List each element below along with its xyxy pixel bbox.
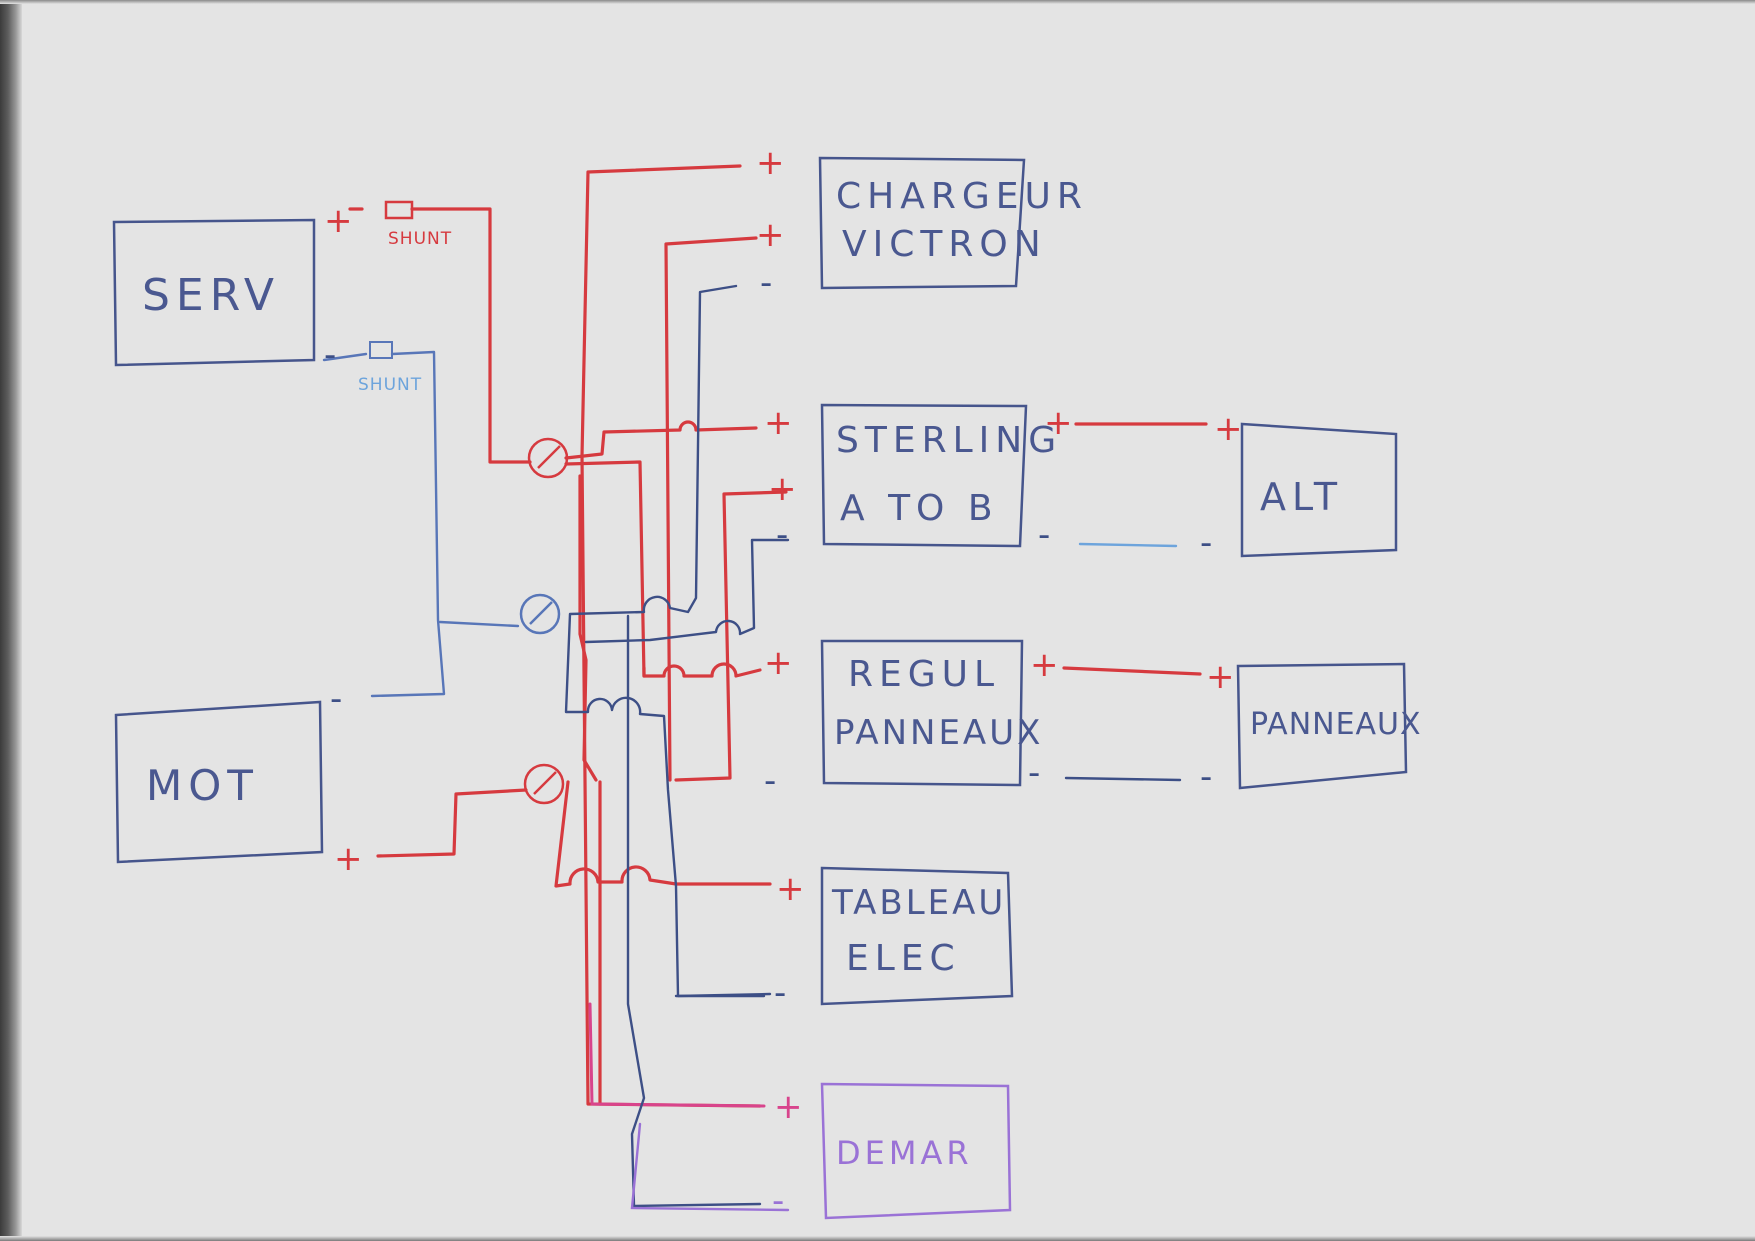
scan-edge-bottom bbox=[0, 1236, 1755, 1241]
sterling-positive-2-wire bbox=[564, 460, 762, 678]
chargeur-positive-1-wire bbox=[580, 164, 762, 1108]
mot-plus-mark: + bbox=[334, 839, 363, 879]
mot-label: MOT bbox=[146, 761, 259, 810]
regul-out-plus-mark: + bbox=[1030, 645, 1059, 685]
scan-edge-left bbox=[0, 0, 22, 1241]
chargeur-positive-2-wire bbox=[664, 236, 758, 782]
mot-minus-mark: - bbox=[330, 679, 342, 719]
negative-wires bbox=[322, 284, 1182, 1208]
chargeur-negative-wire bbox=[564, 284, 772, 998]
panneaux-regul-label: PANNEAUX bbox=[834, 713, 1043, 753]
serv-positive-wire bbox=[348, 207, 532, 464]
tableau-minus-mark: - bbox=[774, 973, 786, 1013]
regul-panneaux-box bbox=[820, 639, 1024, 787]
panneaux-positive-link-wire bbox=[1062, 666, 1202, 676]
serv-plus-mark: + bbox=[324, 201, 353, 241]
terminal-markers: + + + + + + + + + + + + + bbox=[324, 143, 1243, 1127]
alt-negative-link-wire bbox=[1078, 542, 1178, 548]
elec-label: ELEC bbox=[846, 938, 961, 979]
shunts: SHUNT SHUNT bbox=[358, 200, 452, 395]
alt-minus-mark: - bbox=[1200, 523, 1212, 563]
chargeur-victron-box bbox=[818, 156, 1026, 290]
bus-positive-wire bbox=[578, 474, 598, 782]
alt-plus-mark: + bbox=[1214, 409, 1243, 449]
mot-negative-wire bbox=[438, 620, 520, 628]
sterling-minus-mark: - bbox=[776, 515, 788, 555]
sterling-out-minus-mark: - bbox=[1038, 515, 1050, 555]
panneaux-label: PANNEAUX bbox=[1250, 707, 1422, 742]
scan-edge-top bbox=[0, 0, 1755, 4]
chargeur-plus-1-mark: + bbox=[756, 143, 785, 183]
switch-lower bbox=[523, 763, 565, 805]
demar-box bbox=[820, 1082, 1012, 1220]
mot-box bbox=[114, 700, 324, 864]
sterling-label: STERLING bbox=[836, 420, 1062, 461]
switch-upper bbox=[527, 437, 569, 479]
a-to-b-label: A TO B bbox=[840, 488, 999, 529]
shunt-bottom-label: SHUNT bbox=[358, 375, 422, 395]
mot-positive-wire bbox=[376, 788, 528, 858]
sterling-box bbox=[820, 403, 1028, 548]
sterling-negative-wire bbox=[584, 538, 790, 644]
tableau-positive-wire bbox=[554, 780, 772, 888]
alt-label: ALT bbox=[1260, 475, 1343, 519]
demar-plus-mark: + bbox=[774, 1087, 803, 1127]
tableau-plus-mark: + bbox=[776, 869, 805, 909]
demar-label: DEMAR bbox=[836, 1134, 973, 1172]
panneaux-plus-mark: + bbox=[1206, 657, 1235, 697]
serv-box bbox=[112, 218, 316, 367]
tableau-label: TABLEAU bbox=[831, 883, 1006, 923]
victron-label: VICTRON bbox=[842, 224, 1047, 265]
shunt-top bbox=[384, 200, 414, 220]
demar-positive-wire bbox=[588, 1002, 766, 1108]
positive-wires bbox=[348, 164, 1208, 1108]
panneaux-box bbox=[1236, 662, 1408, 790]
sterling-positive-3-wire bbox=[674, 490, 788, 782]
alt-box bbox=[1240, 422, 1398, 558]
tableau-elec-box bbox=[820, 866, 1014, 1006]
regul-plus-mark: + bbox=[764, 643, 793, 683]
chargeur-minus-mark: - bbox=[760, 263, 772, 303]
sterling-plus-2-mark: + bbox=[768, 469, 797, 509]
sterling-out-plus-mark: + bbox=[1044, 403, 1073, 443]
serv-label: SERV bbox=[142, 270, 280, 321]
regul-minus-mark: - bbox=[764, 761, 776, 801]
device-boxes bbox=[112, 156, 1408, 1220]
chargeur-plus-2-mark: + bbox=[756, 215, 785, 255]
serv-negative-wire bbox=[322, 350, 446, 698]
demar-minus-mark: - bbox=[772, 1181, 784, 1221]
switch-middle bbox=[519, 593, 561, 635]
serv-minus-mark: - bbox=[324, 335, 336, 375]
regul-out-minus-mark: - bbox=[1028, 753, 1040, 793]
battery-switches bbox=[519, 437, 569, 805]
ground-bus-wire bbox=[626, 614, 762, 1208]
shunt-bottom bbox=[369, 341, 393, 359]
shunt-top-label: SHUNT bbox=[388, 229, 452, 249]
panneaux-minus-mark: - bbox=[1200, 757, 1212, 797]
sterling-positive-1-wire bbox=[564, 420, 758, 460]
sterling-plus-1-mark: + bbox=[764, 403, 793, 443]
demar-negative-wire bbox=[630, 1122, 790, 1212]
minus-markers: - - - - - - - - - - - bbox=[324, 263, 1212, 1221]
panneaux-negative-link-wire bbox=[1064, 776, 1182, 782]
box-labels: SERV MOT CHARGEUR VICTRON STERLING A TO … bbox=[142, 176, 1422, 1172]
chargeur-label: CHARGEUR bbox=[836, 176, 1088, 217]
regul-label: REGUL bbox=[848, 654, 1000, 695]
